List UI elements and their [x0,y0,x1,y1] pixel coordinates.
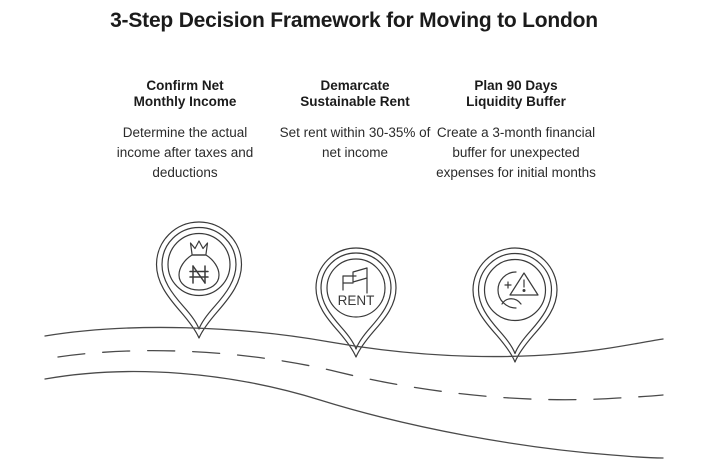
step-heading-3: Plan 90 Days Liquidity Buffer [436,78,596,110]
pin-outer-outline [472,247,558,363]
pin-inner-outline [161,226,237,330]
map-pin-1[interactable] [150,219,248,359]
step-heading-3-line1: Plan 90 Days [474,78,558,93]
for-rent-sign-icon [342,267,368,294]
page-title: 3-Step Decision Framework for Moving to … [110,9,598,32]
road-center-dashes [57,349,664,401]
rent-label: RENT [338,293,375,308]
warning-exclamation-dot [522,288,526,292]
step-description-1: Determine the actual income after taxes … [116,125,254,180]
step-marker-1[interactable] [150,219,248,364]
step-description-2: Set rent within 30-35% of net income [279,125,431,160]
warning-triangle [509,272,539,296]
step-column-1: Confirm Net Monthly Income Determine the… [105,78,265,183]
pin-inner-outline [477,252,553,355]
map-pin-3[interactable] [468,245,564,381]
money-bag-crown [189,240,209,255]
map-pin-2[interactable]: RENT [310,245,402,375]
pin-circle [326,258,386,318]
step-marker-3[interactable] [468,245,564,386]
step-column-2: Demarcate Sustainable Rent Set rent with… [277,78,433,163]
step-marker-2[interactable]: RENT [310,245,402,380]
step-column-3: Plan 90 Days Liquidity Buffer Create a 3… [436,78,596,183]
step-description-3: Create a 3-month financial buffer for un… [436,125,596,180]
road-bottom-edge [44,370,664,459]
pin-outer-outline [155,221,243,339]
mouth-frown [501,298,522,305]
pin-circle [483,258,547,322]
step-heading-1: Confirm Net Monthly Income [105,78,265,110]
step-heading-2-line2: Sustainable Rent [300,94,410,109]
step-heading-2: Demarcate Sustainable Rent [277,78,433,110]
face-outline [497,271,517,309]
naira-symbol [189,265,209,284]
step-heading-2-line1: Demarcate [320,78,390,93]
pin-outer-outline [315,247,397,358]
pin-inner-outline [320,252,392,350]
money-bag-body [178,254,220,291]
pin-circle [167,232,231,297]
step-heading-1-line2: Monthly Income [133,94,237,109]
money-bag-naira-icon [178,240,220,291]
sign-board [352,267,368,283]
sad-face-warning-icon [497,271,539,309]
step-heading-3-line2: Liquidity Buffer [466,94,566,109]
step-heading-1-line1: Confirm Net [146,78,224,93]
road-top-edge [44,326,664,358]
